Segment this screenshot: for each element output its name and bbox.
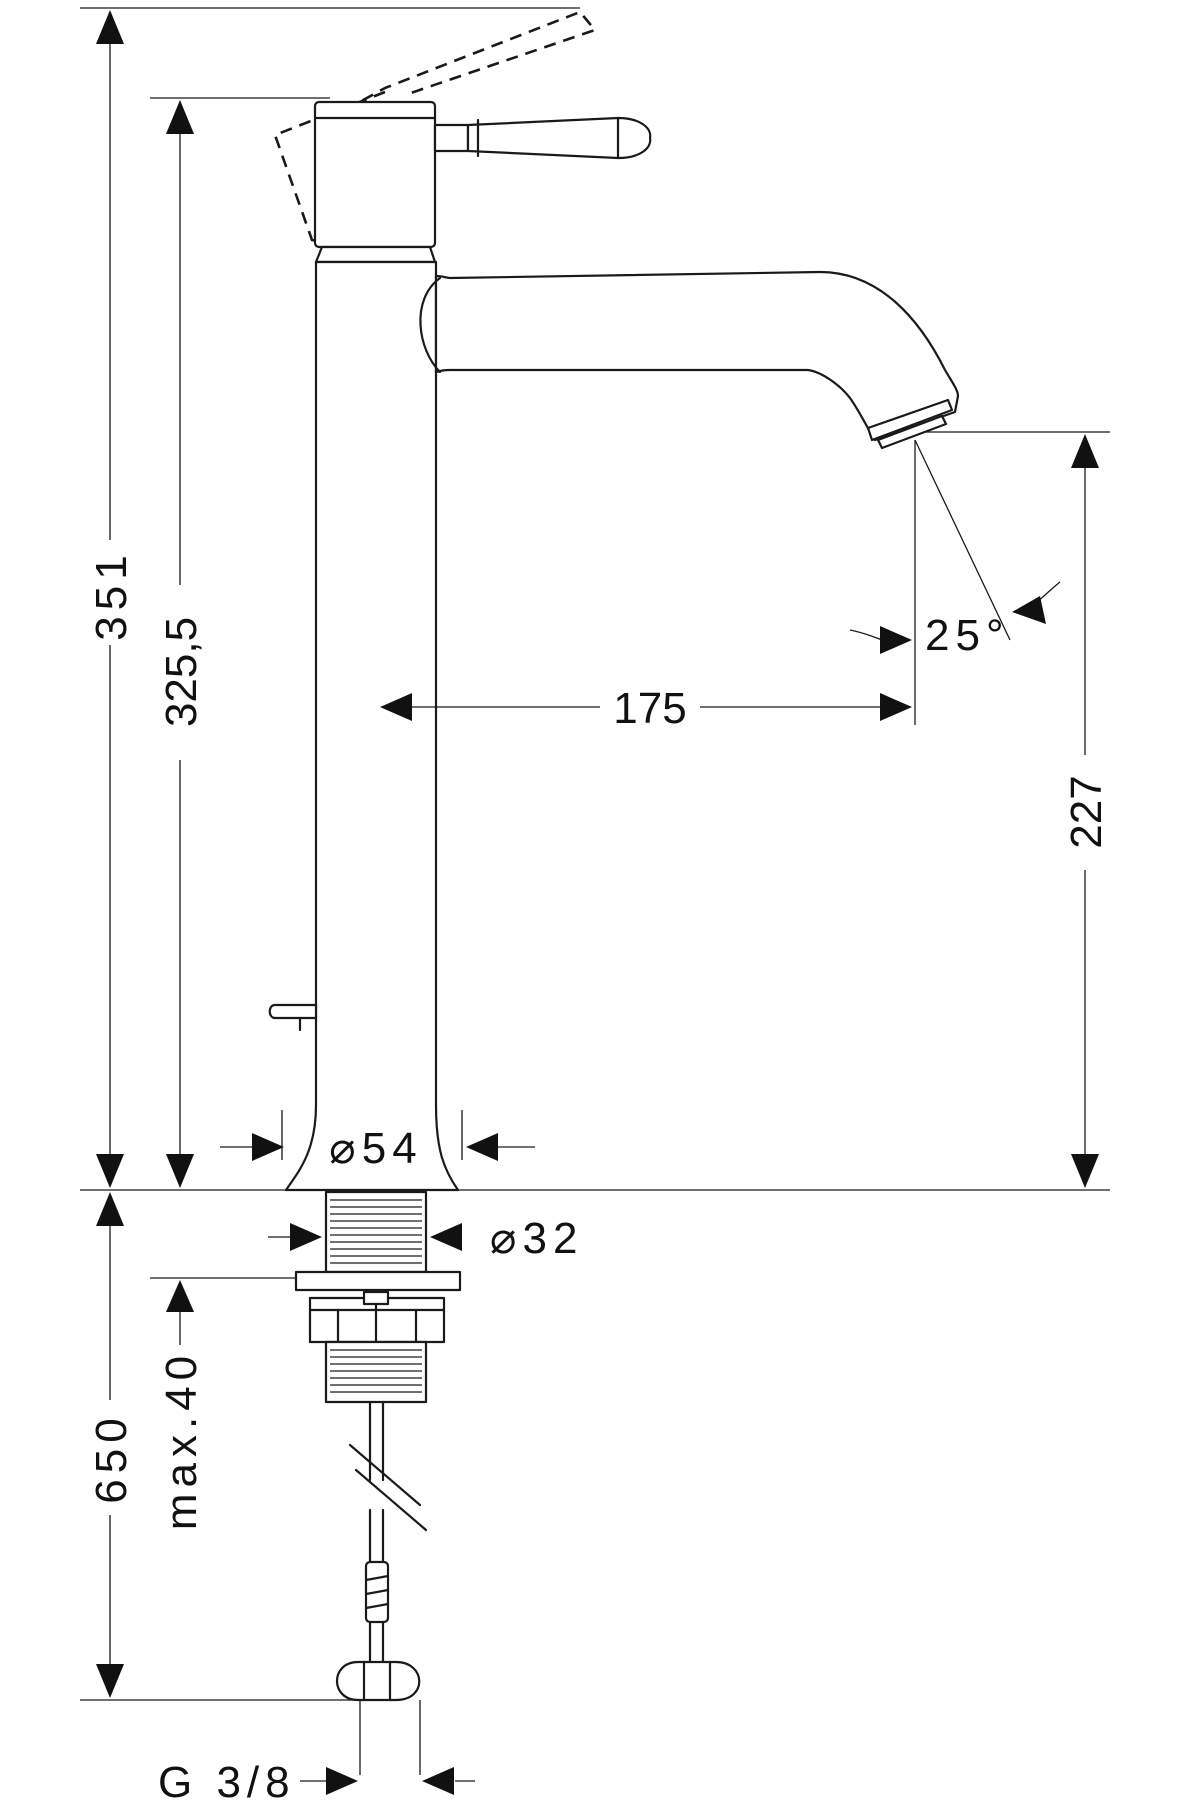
lever-swing-outline xyxy=(273,10,598,252)
label-overall-height: 351 xyxy=(87,549,136,640)
label-lever-height: 325,5 xyxy=(157,617,206,727)
label-connection-thread: G 3/8 xyxy=(158,1758,296,1800)
arrow-54-right xyxy=(466,1133,498,1161)
arrow-650-bottom xyxy=(96,1664,124,1698)
arrow-max40-top xyxy=(166,1280,194,1312)
arrow-25-left xyxy=(880,626,912,654)
extension-lines xyxy=(80,7,1110,1775)
threaded-sleeve xyxy=(324,1340,428,1404)
supply-hose xyxy=(335,1400,428,1702)
threaded-shank xyxy=(324,1190,428,1274)
lever-head xyxy=(313,100,437,249)
arrow-650-top xyxy=(96,1192,124,1226)
spout xyxy=(434,270,960,442)
label-spout-height: 227 xyxy=(1062,775,1111,848)
lever-handle xyxy=(433,116,652,160)
column xyxy=(284,260,460,1192)
arrow-g38-left xyxy=(326,1767,358,1795)
arrow-175-right xyxy=(880,693,912,721)
mounting-hardware xyxy=(294,1190,462,1404)
arrow-25-right xyxy=(1012,596,1046,624)
label-hose-length: 650 xyxy=(87,1412,136,1503)
shank-threads xyxy=(330,1199,422,1264)
arrow-351-bottom xyxy=(96,1154,124,1188)
connector-nut xyxy=(335,1660,421,1702)
arrow-227-top xyxy=(1071,434,1099,468)
dimension-labels: 351 325,5 227 650 max.40 175 25° ⌀54 ⌀32… xyxy=(87,549,1111,1800)
faucet-body xyxy=(268,100,960,1192)
arrow-32-right xyxy=(430,1223,462,1251)
arrow-3255-top xyxy=(166,100,194,134)
arrow-175-left xyxy=(380,693,412,721)
arrow-54-left xyxy=(252,1133,284,1161)
washer-plate xyxy=(294,1270,462,1292)
label-body-diameter: ⌀54 xyxy=(329,1124,422,1173)
sleeve-threads xyxy=(330,1349,422,1393)
arrow-3255-bottom xyxy=(166,1154,194,1188)
aerator xyxy=(866,398,954,450)
label-spray-angle: 25° xyxy=(925,611,1010,660)
popup-rod xyxy=(268,1003,318,1032)
arrow-32-left xyxy=(290,1223,322,1251)
arrowheads xyxy=(96,10,1099,1795)
arrow-227-bottom xyxy=(1071,1154,1099,1188)
dimension-lines xyxy=(109,40,1086,1782)
arrow-g38-right xyxy=(422,1767,454,1795)
arrow-351-top xyxy=(96,10,124,44)
label-spout-reach: 175 xyxy=(613,684,686,733)
label-shank-diameter: ⌀32 xyxy=(490,1214,583,1263)
label-max-counter-thickness: max.40 xyxy=(157,1350,206,1530)
